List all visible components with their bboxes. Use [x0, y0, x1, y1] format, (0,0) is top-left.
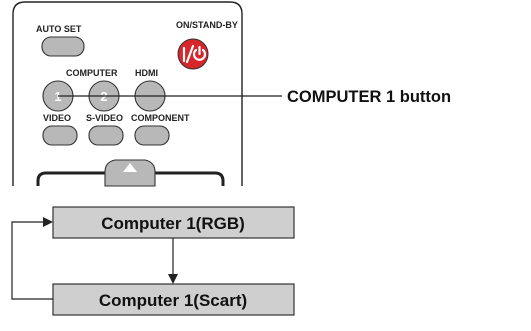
video-label: VIDEO: [43, 113, 71, 123]
hdmi-label: HDMI: [135, 68, 158, 78]
computer-label: COMPUTER: [66, 68, 118, 78]
remote-control: AUTO SET ON/STAND-BY COMPUTER HDMI 1 2 V…: [12, 1, 243, 187]
auto-set-button[interactable]: [41, 36, 85, 57]
arrow-down-head: [168, 274, 178, 284]
flow-diagram: Computer 1(RGB) Computer 1(Scart): [11, 206, 295, 316]
svideo-label: S-VIDEO: [86, 113, 123, 123]
up-arrow-icon: [123, 163, 137, 172]
video-button[interactable]: [42, 125, 78, 146]
callout-label: COMPUTER 1 button: [287, 88, 451, 106]
on-standby-label: ON/STAND-BY: [176, 20, 238, 30]
power-icon: [182, 44, 207, 64]
up-arrow-button[interactable]: [104, 159, 156, 187]
svideo-button[interactable]: [88, 125, 124, 146]
flow-box-rgb-label: Computer 1(RGB): [101, 214, 245, 233]
loop-back-head: [43, 217, 53, 227]
component-button[interactable]: [134, 125, 170, 146]
flow-box-scart-label: Computer 1(Scart): [99, 291, 247, 310]
auto-set-label: AUTO SET: [36, 24, 82, 34]
loop-back-line: [11, 221, 53, 300]
flow-box-rgb: [52, 206, 295, 239]
flow-box-scart: [52, 283, 295, 316]
component-label: COMPONENT: [131, 113, 190, 123]
